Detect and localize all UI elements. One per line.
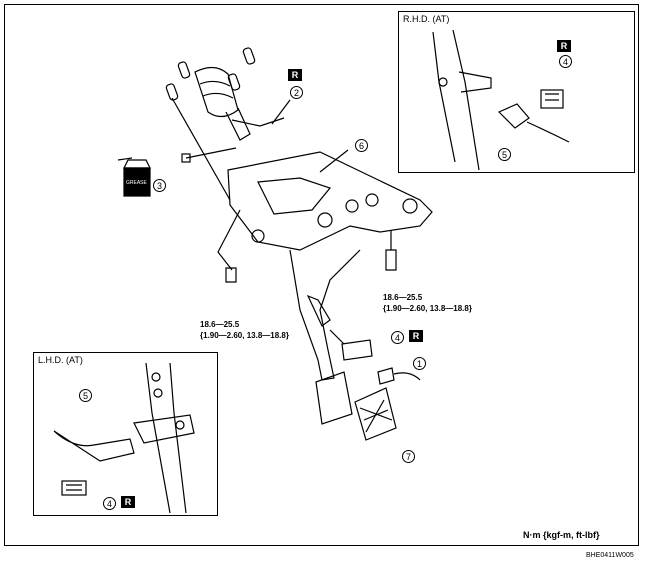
brake-pedal-arm bbox=[289, 249, 361, 381]
lhd-inset-drawing bbox=[53, 362, 195, 514]
bushing-part bbox=[227, 73, 241, 91]
figure-code: BHE0411W005 bbox=[586, 552, 634, 559]
torque-left-detail: {1.90—2.60, 13.8—18.8} bbox=[200, 331, 289, 340]
callout-4-rhd: 4 bbox=[559, 55, 572, 68]
brake-switch-part bbox=[341, 339, 373, 361]
pedal-cover-part bbox=[354, 387, 397, 441]
bushing-part bbox=[177, 61, 191, 79]
replace-badge-main-switch: R bbox=[409, 330, 423, 342]
diagram-frame bbox=[4, 4, 639, 546]
torque-right-range: 18.6—25.5 bbox=[383, 293, 423, 302]
lhd-inset-title: L.H.D. (AT) bbox=[38, 355, 83, 365]
callout-3: 3 bbox=[153, 179, 166, 192]
callout-6: 6 bbox=[355, 139, 368, 152]
torque-left-range: 18.6—25.5 bbox=[200, 320, 240, 329]
rhd-inset: R.H.D. (AT) bbox=[398, 11, 635, 173]
grease-can-label: GREASE bbox=[126, 180, 147, 186]
pedal-bracket-part bbox=[227, 151, 433, 251]
replace-badge-main-top: R bbox=[288, 69, 302, 81]
lhd-inset: L.H.D. (AT) bbox=[33, 352, 218, 516]
callout-1: 1 bbox=[413, 357, 426, 370]
callout-7: 7 bbox=[402, 450, 415, 463]
torque-units-label: N·m {kgf-m, ft-lbf} bbox=[523, 530, 600, 540]
callout-4-lhd: 4 bbox=[103, 497, 116, 510]
boot-part bbox=[194, 66, 239, 118]
bushing-part bbox=[242, 47, 256, 65]
callout-5-lhd: 5 bbox=[79, 389, 92, 402]
replace-badge-rhd: R bbox=[557, 40, 571, 52]
replace-badge-lhd: R bbox=[121, 496, 135, 508]
rhd-inset-drawing bbox=[432, 29, 570, 171]
pedal-pad-part bbox=[315, 371, 353, 425]
rhd-inset-title: R.H.D. (AT) bbox=[403, 14, 450, 24]
torque-right-detail: {1.90—2.60, 13.8—18.8} bbox=[383, 304, 472, 313]
callout-5-rhd: 5 bbox=[498, 148, 511, 161]
callout-2: 2 bbox=[290, 86, 303, 99]
callout-4-main: 4 bbox=[391, 331, 404, 344]
bushing-part bbox=[165, 83, 179, 101]
